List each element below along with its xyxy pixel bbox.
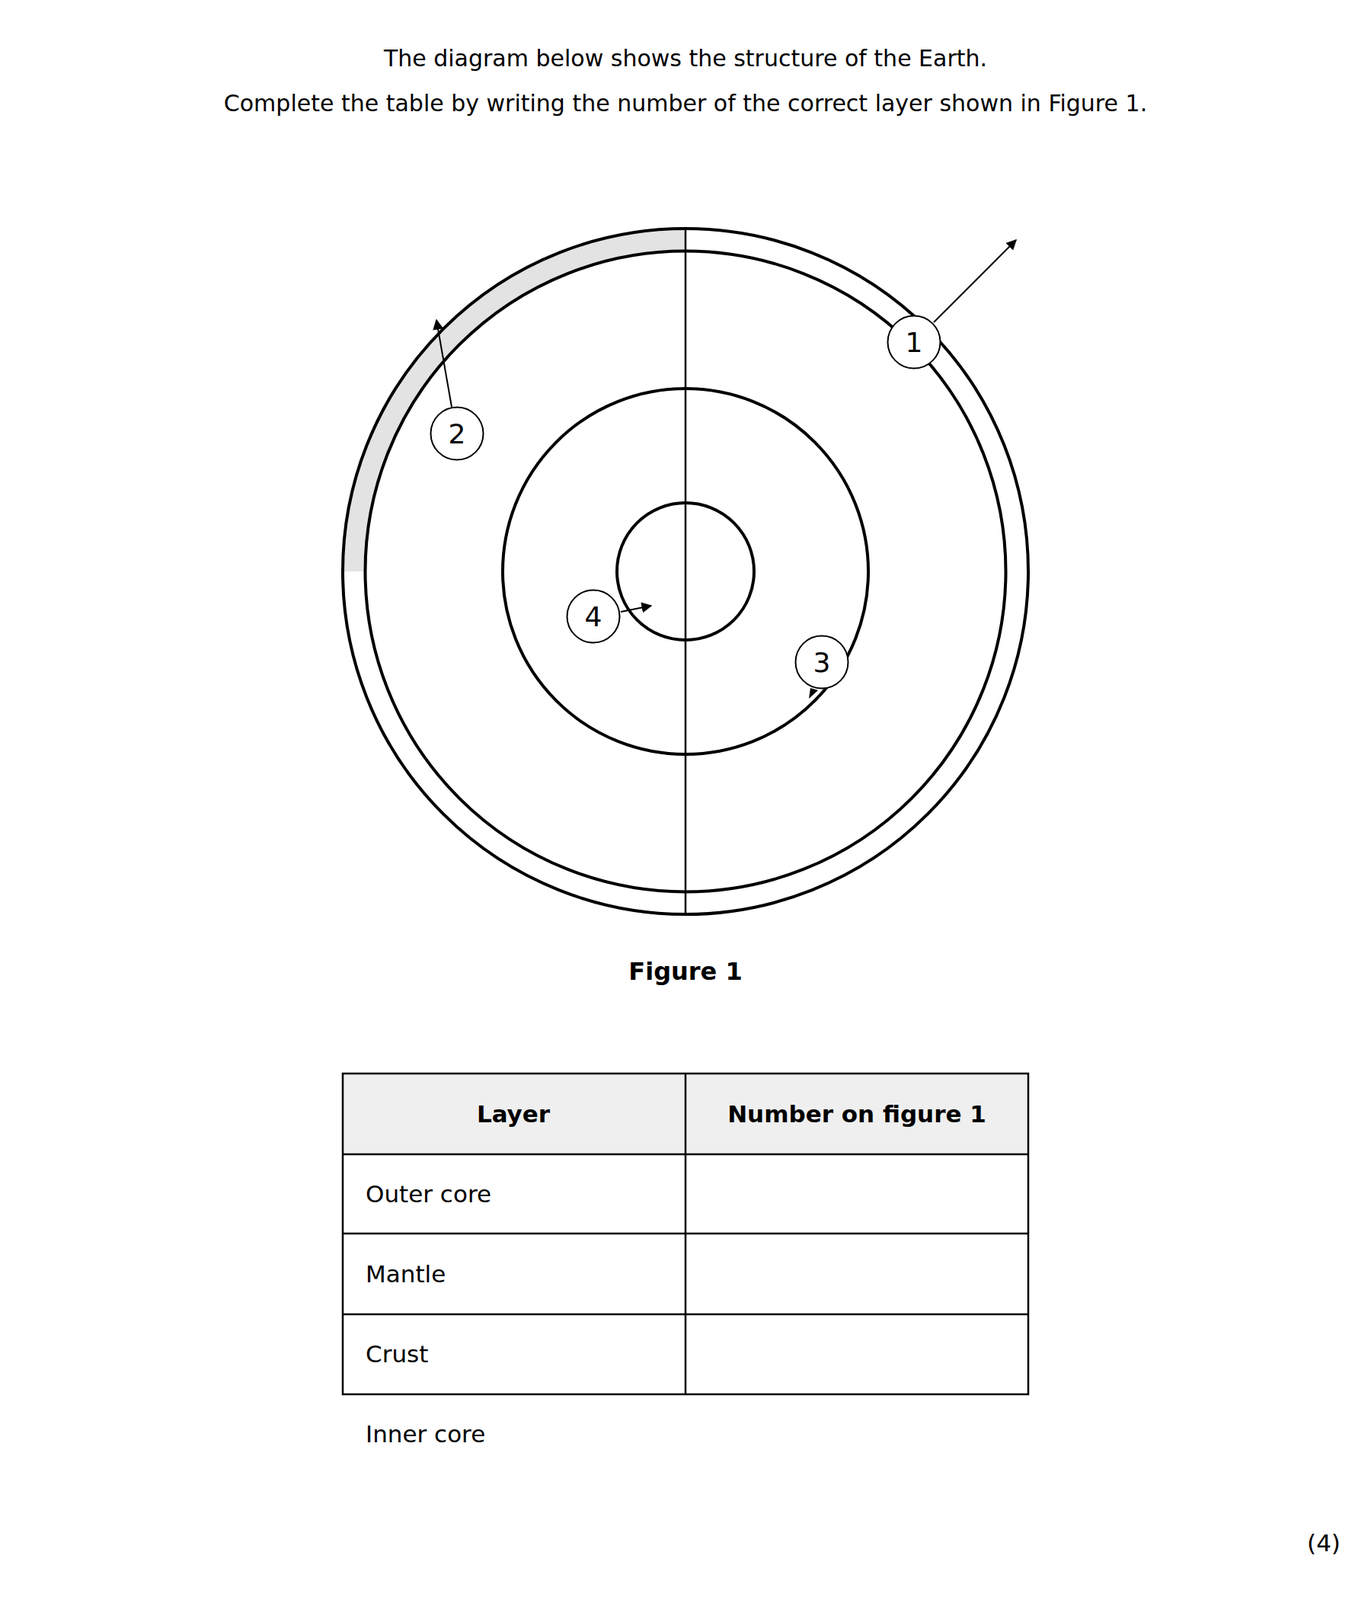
callout-circle: 1 <box>886 314 942 370</box>
table-cell: Inner core <box>365 1419 486 1448</box>
leader-arrow <box>933 239 1017 323</box>
crust-outer-boundary <box>342 228 1029 914</box>
instruction: Complete the table by writing the number… <box>223 89 1148 117</box>
crust-shading <box>342 228 686 572</box>
heading: The diagram below shows the structure of… <box>383 44 988 72</box>
callout-number: 1 <box>886 314 942 370</box>
table-cell: Crust <box>365 1339 429 1368</box>
table-header: Number on figure 1 <box>727 1099 987 1128</box>
callout-circle: 3 <box>794 634 850 690</box>
callout-number: 3 <box>794 634 850 690</box>
table-grid <box>342 1073 1029 1394</box>
leader-arrowhead <box>808 687 819 699</box>
callout-number: 2 <box>429 405 485 461</box>
leader-arrow <box>620 605 652 612</box>
callout-number: 4 <box>565 588 621 644</box>
mark-allocation: (4) <box>1307 1528 1341 1557</box>
callout-circle: 4 <box>565 588 621 644</box>
table-header: Layer <box>476 1099 550 1128</box>
leader-arrow <box>436 319 452 407</box>
callout-circle: 2 <box>429 405 485 461</box>
figure-caption: Figure 1 <box>628 956 742 986</box>
table-cell: Mantle <box>365 1259 446 1288</box>
table-cell: Outer core <box>365 1179 492 1208</box>
section-line <box>684 227 688 915</box>
